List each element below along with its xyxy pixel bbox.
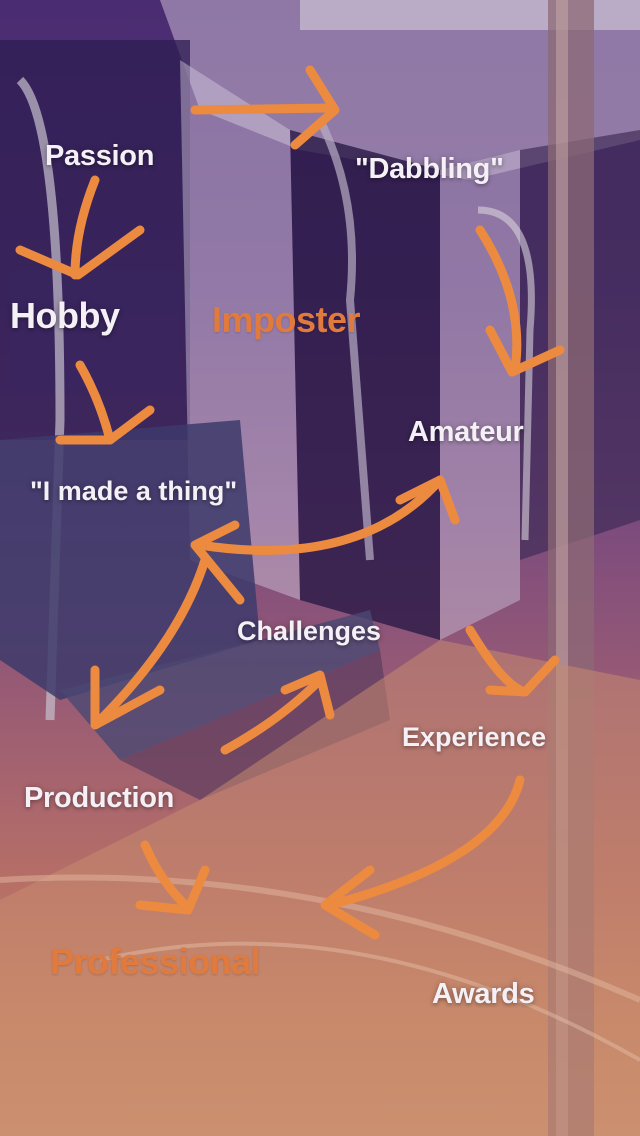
label-i-made-a-thing: "I made a thing" [30,476,238,506]
arrowhead-to-amateur [395,475,460,525]
arrowhead-passion-hobby [15,225,145,280]
arrow-dabbling-amateur [475,225,522,375]
arrow-amateur-thing [195,475,445,555]
arrowhead-dabbling-amateur [485,325,565,377]
seat-back [0,420,260,700]
right-handrail [477,206,535,541]
seat-cushion [60,610,380,760]
label-amateur: Amateur [408,416,524,448]
label-hobby: Hobby [10,295,120,336]
label-production: Production [24,782,175,814]
label-awards: Awards [432,978,535,1010]
arrow-production-professional [140,840,190,910]
arrow-passion-dabbling [190,103,335,115]
label-professional: Professional [50,941,261,982]
arrowhead-amateur-experience [485,655,560,697]
arrowhead-production-challenges [280,670,335,720]
arrowhead-production-professional [135,865,210,915]
label-imposter: Imposter [212,299,361,340]
floor-line-2 [99,941,640,1062]
arrowhead-thing-production [90,665,165,730]
left-handrail [16,76,65,721]
arrowhead-passion-dabbling [290,65,340,150]
arrow-thing-production [95,555,210,725]
arrow-passion-hobby [70,175,100,280]
ceiling-panel [160,0,640,180]
arrowhead-hobby-thing [55,405,155,445]
floor-line [0,874,640,1003]
arrowhead-experience-professional [320,865,380,940]
arrow-production-challenges [220,675,325,755]
arrow-hobby-thing [75,360,115,445]
arrow-amateur-experience [465,625,525,695]
arrowhead-to-thing [190,520,245,605]
window-reflection [10,270,180,390]
door-handrail [316,118,374,561]
floor [0,640,640,1136]
label-challenges: Challenges [237,616,382,646]
label-dabbling: "Dabbling" [355,153,504,185]
arrow-experience-professional [325,775,525,910]
label-passion: Passion [45,140,155,172]
label-experience: Experience [402,722,547,752]
